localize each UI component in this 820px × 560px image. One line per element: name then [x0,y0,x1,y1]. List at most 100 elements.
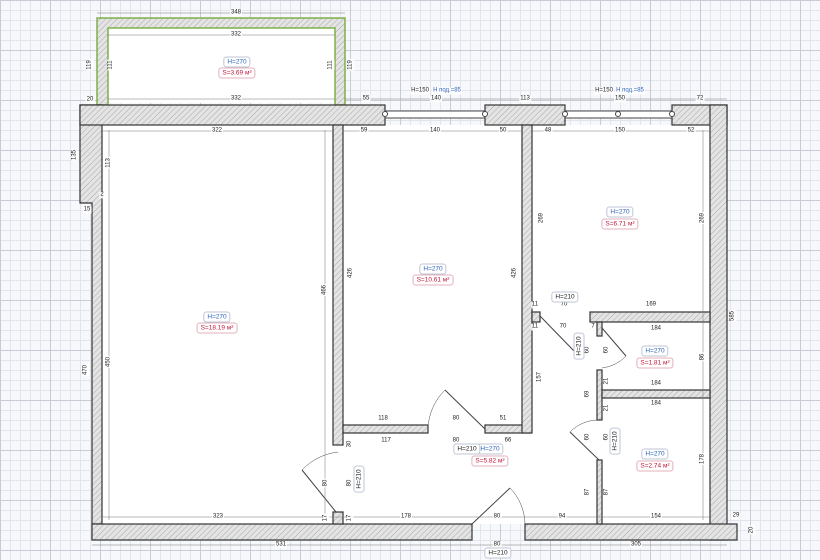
bedroom-height: H=270 [419,263,447,275]
outer-wall-left [79,104,103,540]
hallway-area: S=5.82 м² [471,455,509,467]
dimension-label: 140 [428,127,442,135]
dimension-label: 51 [498,415,508,423]
dimension-label: 348 [229,9,243,17]
dimension-label: 11 [530,323,540,331]
dimension-label: 2 [99,191,105,199]
dimension-label: 466 [321,283,329,297]
wall-bedroom-bottom-1 [342,424,429,434]
window-1 [384,110,486,119]
dimension-label: 119 [86,59,94,71]
dimension-label: 332 [229,31,243,39]
dimension-label: 585 [729,309,737,323]
dimension-label: 70 [558,323,568,331]
dimension-label: 80 [492,513,502,521]
dimension-label: 269 [538,211,546,225]
bathroom-area: S=2.74 м² [636,460,674,472]
dimension-label: 70 [559,301,569,309]
dimension-label: 72 [695,95,705,103]
dimension-label: 531 [274,541,288,549]
dimension-label: 29 [731,512,741,520]
dimension-label: 184 [649,380,663,388]
dimension-label: 426 [511,266,519,280]
door-living [301,451,339,513]
door-smallroom [539,315,576,353]
dimension-label: 150 [613,95,627,103]
dimension-label: 60 [584,432,592,442]
wall-bath-2 [596,369,603,421]
dimension-label: 135 [71,148,79,162]
window-1-height: H=150 [410,87,430,95]
dimension-label: 87 [603,487,611,497]
balcony-area: S=3.69 м² [218,67,256,79]
dimension-label: 184 [649,325,663,333]
wall-living-bedroom [332,124,344,446]
dimension-label: 113 [105,157,113,169]
outer-wall-right [709,104,728,541]
dimension-label: 86 [699,352,707,362]
dimension-label: 17 [346,513,354,523]
door-height-toilet: H=210 [573,332,585,360]
wall-bedroom-smallroom [521,124,533,434]
dimension-label: 80 [322,478,330,488]
outer-wall-bottom-2 [524,523,738,541]
toilet-height: H=270 [641,345,669,357]
dimension-label: 21 [603,376,611,386]
dimension-label: 323 [211,513,225,521]
dimension-label: 80 [451,437,461,445]
dimension-label: 30 [346,439,354,449]
dimension-label: 118 [377,415,389,423]
dimension-label: 11 [530,301,540,309]
walls [79,104,738,541]
wall-smallroom-bottom [589,311,711,323]
windows [382,110,675,119]
dimension-label: 20 [85,96,95,104]
wall-bath-1 [596,321,603,337]
dimension-label: 119 [347,59,355,71]
dimension-label: 15 [82,206,92,214]
dimension-label: 184 [649,400,663,408]
dimension-label: 52 [686,127,696,135]
door-height-smallroom: H=210 [551,291,579,303]
living-room-area: S=18.19 м² [196,322,238,334]
bedroom-area: S=10.61 м² [412,274,454,286]
door-bedroom [427,389,486,430]
dimension-label: 21 [603,403,611,413]
outer-wall-top-1 [79,104,386,126]
bathroom-height: H=270 [641,448,669,460]
hallway-height: H=270 [476,443,504,455]
balcony-height: H=270 [223,56,251,68]
outer-wall-bottom-1 [91,523,473,541]
dimension-label: 48 [543,127,553,135]
dimension-label: 178 [399,513,413,521]
wall-smallroom-door-jamb [531,311,541,323]
dimension-label: 87 [584,487,592,497]
living-room-height: H=270 [203,311,231,323]
wall-living-hall-low [332,511,344,525]
small-room-height: H=270 [606,206,634,218]
door-height-bedroom: H=210 [453,443,481,455]
dimension-label: 140 [429,95,443,103]
wall-toilet-bathroom [601,389,711,399]
wall-bath-3 [596,459,603,525]
door-entrance [471,487,526,525]
door-height-living: H=210 [353,465,365,493]
dimension-label: 94 [557,513,567,521]
doors [301,315,627,525]
dimension-label: 169 [644,301,658,309]
door-bathroom [569,419,600,461]
window-2-sill: H под.=85 [615,87,645,95]
dimension-label: 117 [380,437,392,445]
dimension-label: 60 [584,345,592,355]
dimension-label: 178 [699,452,707,466]
dimension-label: 305 [629,541,643,549]
dimension-label: 60 [603,345,611,355]
dimension-label: 111 [107,59,115,71]
dimension-label: 154 [649,513,663,521]
apartment-floor [102,125,710,524]
dimension-label: 426 [347,266,355,280]
door-toilet [601,327,627,369]
dimension-label: 7 [590,323,596,331]
small-room-area: S=6.71 м² [601,218,639,230]
